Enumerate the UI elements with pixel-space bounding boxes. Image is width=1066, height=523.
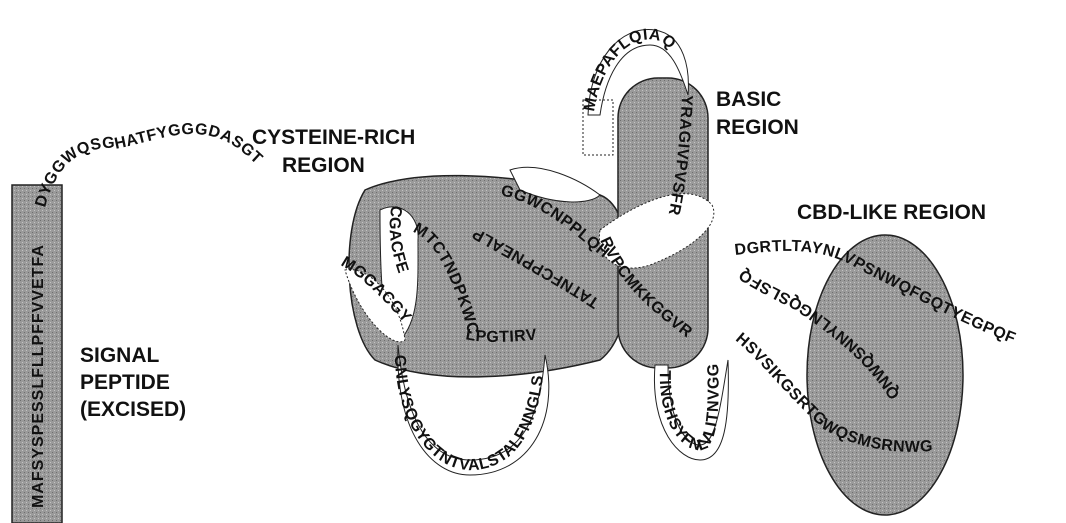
signal-label-line3: (EXCISED) — [80, 398, 186, 421]
signal-label-line1: SIGNAL — [80, 344, 160, 367]
cysteine-label-line1: CYSTEINE-RICH — [252, 126, 415, 149]
signal-label-line2: PEPTIDE — [80, 371, 170, 394]
basic-region-label: BASIC REGION — [716, 88, 799, 139]
linker-sequence-path: DYGGWQSGHATFYGGGDASGT — [32, 121, 265, 209]
basic-label-line1: BASIC — [716, 88, 781, 111]
cysteine-rich-label: CYSTEINE-RICH REGION — [252, 126, 415, 177]
cbd-like-label: CBD-LIKE REGION — [797, 201, 986, 224]
linker-sequence: DYGGWQSGHATFYGGGDASGT — [32, 121, 265, 209]
basic-label-line2: REGION — [716, 116, 799, 139]
cysteine-label-line2: REGION — [282, 154, 365, 177]
signal-peptide-label: SIGNAL PEPTIDE (EXCISED) — [80, 344, 186, 421]
signal-peptide-sequence: MAFSYSPESSLFLLPFFVVETFA — [30, 244, 47, 508]
